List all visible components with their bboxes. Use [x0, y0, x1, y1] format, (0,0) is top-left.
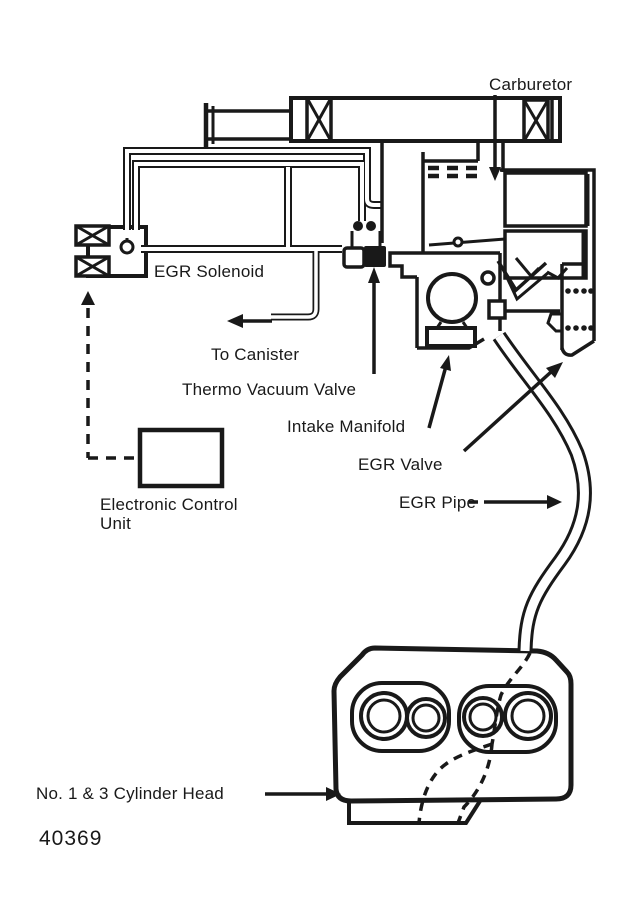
egr-pipe-arrow: [469, 495, 562, 509]
pointer-arrows: [227, 95, 563, 801]
egr-valve-arrow: [462, 362, 563, 453]
manifold-flange: [425, 326, 477, 348]
manifold-boss: [480, 270, 496, 286]
throttle-shaft: [203, 96, 562, 147]
thermo-vacuum-valve-arrow: [368, 267, 380, 374]
carb-outer-wall: [500, 168, 596, 277]
throttle-plate: [428, 237, 506, 247]
ecu-box: [137, 427, 225, 489]
vacuum-hoses: [123, 147, 382, 321]
head-base: [347, 799, 482, 825]
manifold-port: [426, 272, 478, 324]
egr-pipe: [492, 331, 592, 652]
label-egr-solenoid: EGR Solenoid: [154, 262, 264, 281]
hose-solenoid-to-tvv-top: [132, 160, 366, 230]
egr-solenoid-connectors: [74, 224, 135, 278]
intake-manifold: [388, 251, 560, 350]
figure-number: 40369: [39, 827, 102, 850]
carburetor-body: [380, 141, 596, 280]
label-thermo-vacuum-valve: Thermo Vacuum Valve: [182, 380, 356, 399]
ecu-signal-arrowhead: [81, 291, 95, 305]
hose-to-canister: [271, 251, 320, 321]
head-internal-passages: [417, 652, 532, 824]
label-ecu-line1: Electronic Control: [100, 495, 238, 514]
label-carburetor: Carburetor: [489, 75, 572, 94]
label-egr-pipe: EGR Pipe: [399, 493, 476, 512]
label-ecu-line2: Unit: [100, 514, 131, 533]
egr-valve-assembly: [496, 260, 596, 357]
solenoid-valve-seat: [119, 239, 135, 255]
egr-passage-funnel: [496, 260, 548, 293]
text-labels: Carburetor EGR Solenoid To Canister Ther…: [36, 75, 572, 850]
cylinder-head-arrow: [265, 787, 341, 801]
label-egr-valve: EGR Valve: [358, 455, 443, 474]
tvv-valve-body: [364, 246, 386, 267]
label-cylinder-head: No. 1 & 3 Cylinder Head: [36, 784, 224, 803]
shaft-body: [289, 96, 562, 143]
shaft-bearing-left: [305, 96, 333, 143]
intake-manifold-arrow: [427, 355, 451, 429]
shaft-bearing-right: [522, 98, 550, 143]
to-canister-arrow: [227, 314, 272, 328]
electronic-control-unit: [81, 291, 225, 489]
tvv-port-fitting: [342, 246, 366, 269]
thermo-vacuum-valve: [342, 221, 386, 269]
label-intake-manifold: Intake Manifold: [287, 417, 405, 436]
carburetor-arrow: [489, 95, 501, 181]
manifold-fitting: [487, 299, 507, 320]
label-to-canister: To Canister: [211, 345, 299, 364]
throttle-shaft-pivot: [452, 236, 464, 248]
carb-chamber-upper: [503, 171, 588, 228]
egr-valve-gasket-dots: [565, 288, 594, 331]
cylinder-head: [331, 645, 574, 825]
carb-chamber-lower: [503, 229, 588, 280]
